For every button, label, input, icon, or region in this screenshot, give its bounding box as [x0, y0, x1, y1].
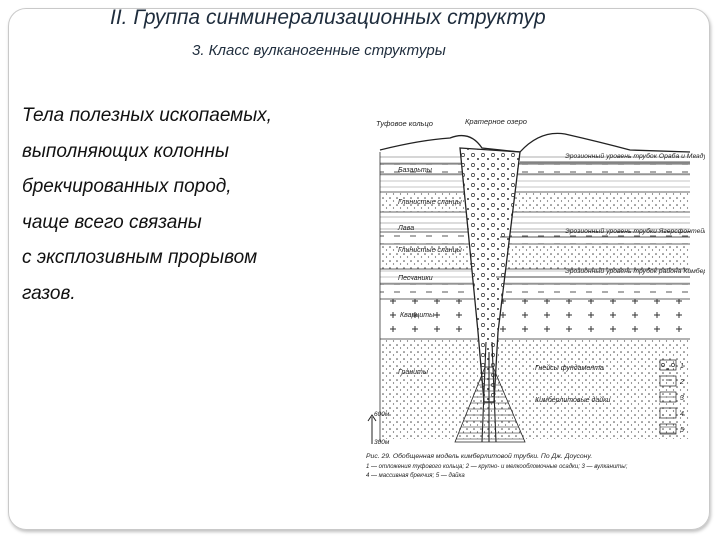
legend-item: 2 [679, 379, 684, 386]
label-tuff-ring: Туфовое кольцо [376, 119, 433, 128]
figure-caption: Рис. 29. Обобщенная модель кимберлитовой… [366, 452, 592, 460]
legend: 1 2 3 4 5 [659, 359, 684, 435]
legend-item: 5 [680, 427, 684, 434]
slide-title: II. Группа синминерализационных структур [110, 6, 546, 29]
label-basement: Гнейсы фундамента [535, 364, 604, 372]
scale-label-600: 600м [374, 411, 390, 418]
tuff-ring [379, 132, 691, 153]
figure-caption-legend: 1 — отложения туфового кольца; 2 — крупн… [366, 464, 628, 470]
label-basalt: Базальты [398, 167, 433, 174]
body-line: Тела полезных ископаемых, [22, 105, 272, 126]
body-text: Тела полезных ископаемых, выполняющих ко… [22, 98, 362, 311]
slide-frame [8, 8, 710, 530]
legend-item: 4 [680, 411, 684, 418]
legend-item: 1 [680, 363, 684, 370]
figure-caption-legend-2: 4 — массивная брекчия; 5 — дайка [366, 472, 465, 479]
body-line: чаще всего связаны [22, 211, 202, 233]
label-erosion-level-3: Эрозионный уровень трубок района Кимберл… [565, 267, 705, 275]
body-line: выполняющих колонны [22, 140, 229, 162]
kimberlite-pipe-diagram: Туфовое кольцо Кратерное озеро Эрозионны… [360, 112, 715, 482]
slide-subtitle: 3. Класс вулканогенные структуры [192, 42, 446, 59]
label-lava: Лава [397, 225, 414, 232]
body-line: брекчированных пород, [22, 176, 232, 197]
label-shale: Глинистые сланцы [398, 199, 463, 206]
body-line: с эксплозивным прорывом [22, 247, 258, 268]
scale-bar: 600м 300м [367, 411, 390, 446]
label-granite: Граниты [398, 369, 429, 376]
label-quartzite: Кварциты [400, 312, 435, 319]
scale-label-300: 300м [374, 439, 390, 446]
label-sandstone: Песчаники [398, 275, 433, 282]
label-crater-lake: Кратерное озеро [465, 117, 527, 126]
label-erosion-level-2: Эрозионный уровень трубки Ягерсфонтейн [565, 227, 705, 235]
body-line: газов. [22, 282, 76, 304]
legend-item: 3 [680, 395, 684, 402]
label-erosion-level-1: Эрозионный уровень трубок Ораба и Мвадуи [565, 152, 705, 160]
erosion-levels [496, 161, 690, 278]
label-dikes: Кимберлитовые дайки [535, 396, 610, 404]
label-shale-2: Глинистые сланцы [398, 247, 463, 254]
strata-layers [379, 152, 690, 442]
